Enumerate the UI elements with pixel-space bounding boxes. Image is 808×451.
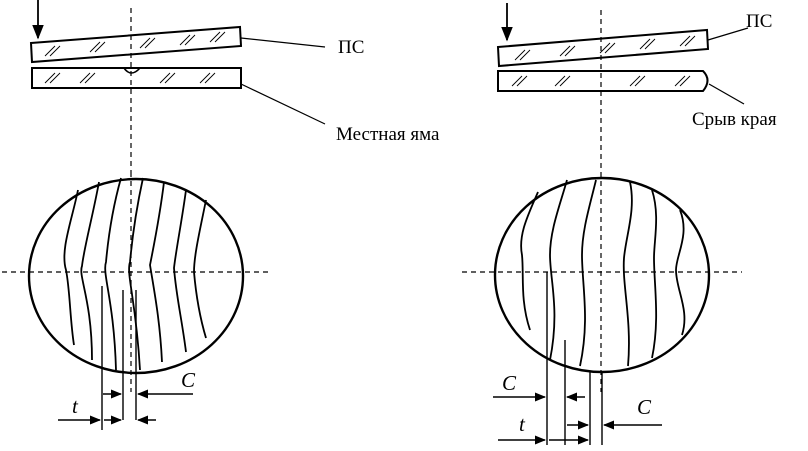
left-defect-label: Местная яма — [336, 124, 440, 145]
right-dim-t-label: t — [519, 412, 526, 436]
left-dim-c-label: C — [181, 368, 196, 392]
right-defect-label: Срыв края — [692, 109, 777, 130]
left-specimen-hatching — [44, 72, 216, 84]
left-test-plate-hatching — [44, 31, 226, 57]
right-plate-label: ПС — [746, 11, 772, 32]
right-interference-fringes — [520, 179, 686, 367]
right-dimensions — [493, 272, 662, 445]
left-plate-leader — [240, 37, 326, 48]
left-local-pit — [123, 67, 141, 74]
right-specimen-plate — [497, 70, 709, 92]
right-dim-c-top-label: C — [502, 371, 517, 395]
right-test-plate-hatching — [514, 35, 696, 61]
right-edge-leader — [708, 83, 745, 105]
left-panel: ПС Местная яма C t — [2, 0, 440, 430]
left-interference-fringes — [63, 177, 207, 371]
left-plate-label: ПС — [338, 37, 364, 58]
right-test-plate — [496, 28, 710, 68]
right-specimen-hatching — [511, 75, 691, 87]
left-dim-t-label: t — [72, 394, 79, 418]
left-test-plate — [29, 25, 243, 64]
right-panel: ПС Срыв края C t C — [462, 3, 777, 445]
right-dim-c-bottom-label: C — [637, 395, 652, 419]
right-plate-leader — [707, 27, 749, 41]
left-dimensions — [58, 286, 193, 430]
left-specimen-plate — [31, 67, 242, 89]
left-pit-leader — [240, 83, 326, 125]
